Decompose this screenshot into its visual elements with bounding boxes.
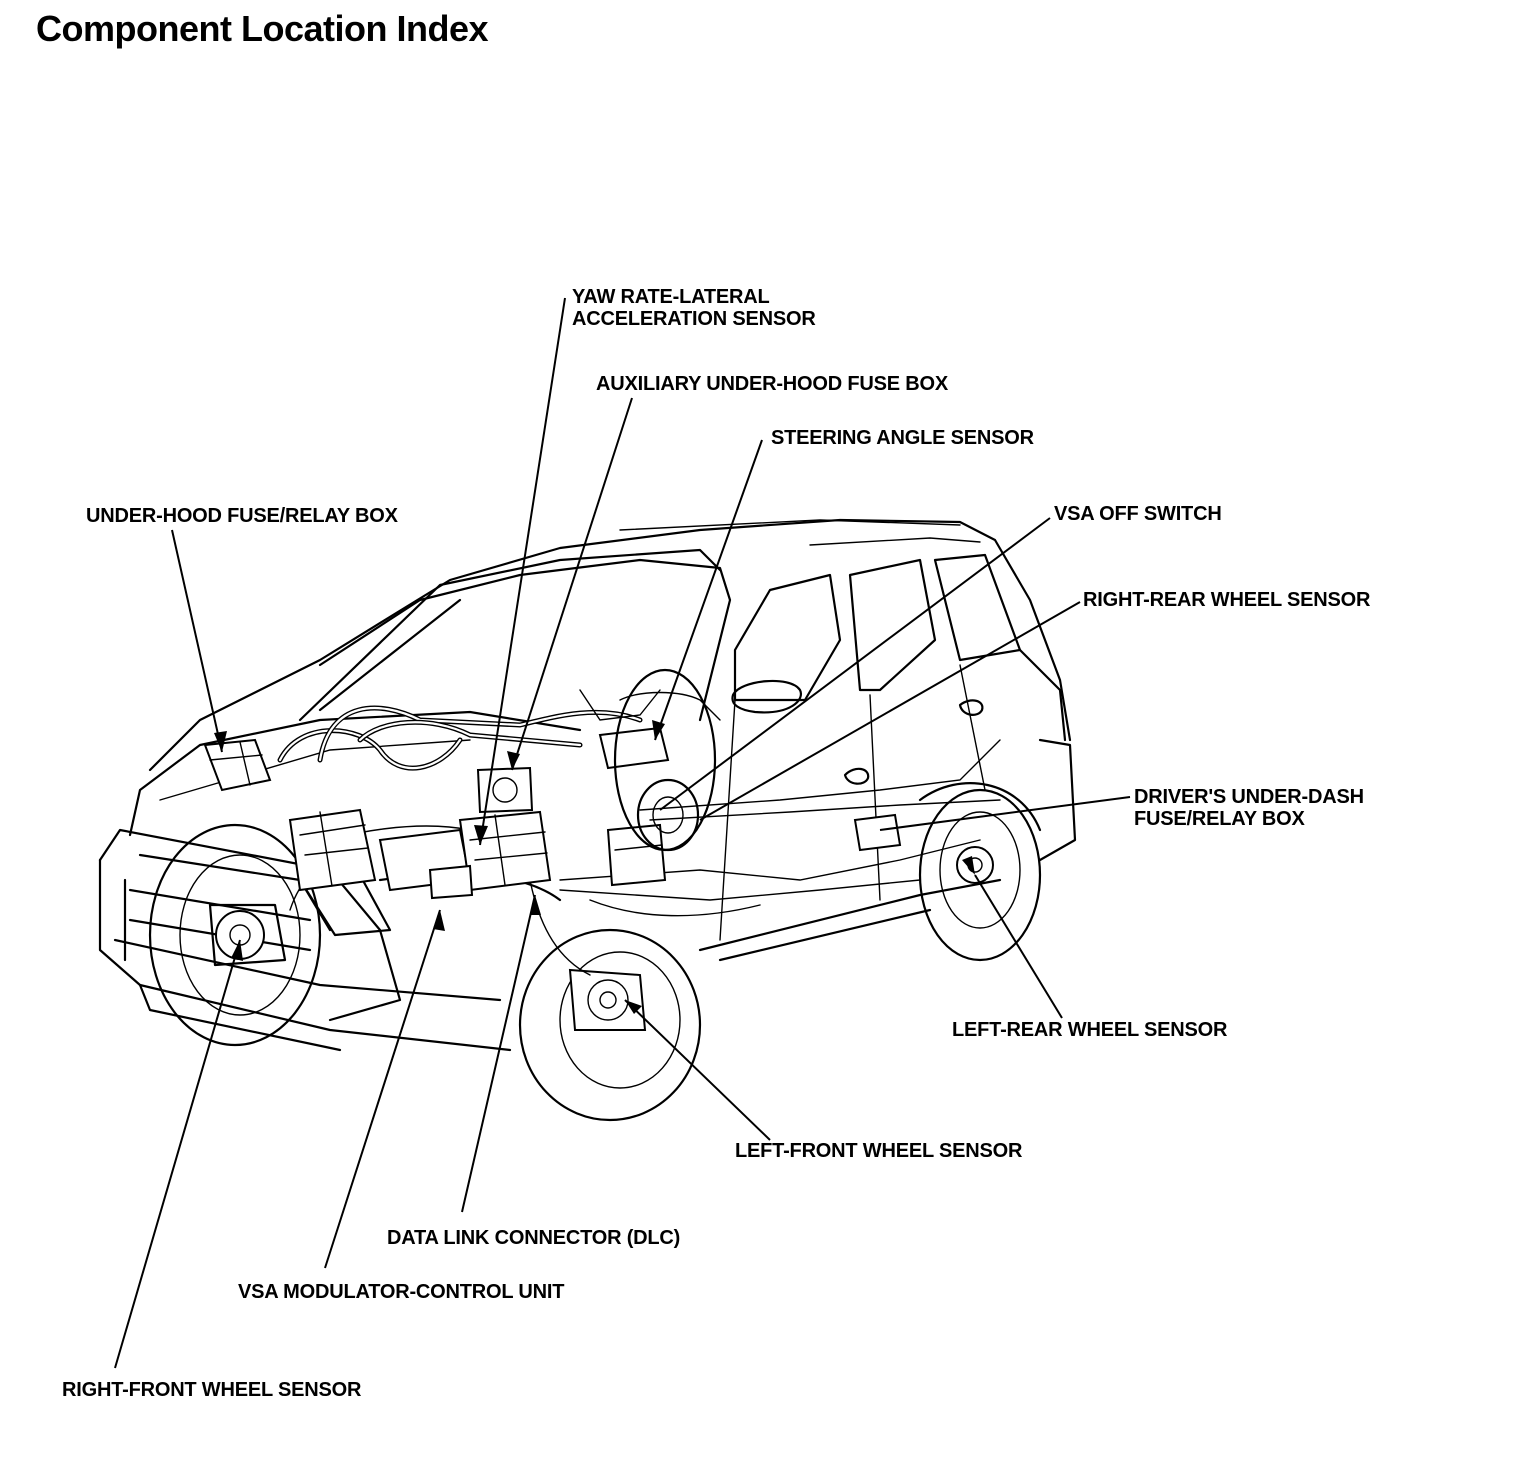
left-front-wheel xyxy=(518,928,702,1122)
label-drivers-under-dash-fuse-relay-box: DRIVER'S UNDER-DASH FUSE/RELAY BOX xyxy=(1134,786,1364,830)
label-under-hood-fuse-relay-box: UNDER-HOOD FUSE/RELAY BOX xyxy=(86,505,398,527)
label-steering-angle-sensor: STEERING ANGLE SENSOR xyxy=(771,427,1034,449)
label-data-link-connector: DATA LINK CONNECTOR (DLC) xyxy=(387,1227,681,1249)
right-front-wheel xyxy=(148,823,322,1047)
left-rear-wheel xyxy=(918,782,1042,962)
brake-lines-harness xyxy=(277,689,1001,976)
label-auxiliary-under-hood-fuse-box: AUXILIARY UNDER-HOOD FUSE BOX xyxy=(596,373,949,395)
drivers-fuse-box-part xyxy=(853,813,902,852)
under-hood-fuse-relay-box-part xyxy=(203,738,272,792)
label-left-rear-wheel-sensor: LEFT-REAR WHEEL SENSOR xyxy=(952,1019,1228,1041)
vehicle-body xyxy=(98,518,1077,1052)
label-left-front-wheel-sensor: LEFT-FRONT WHEEL SENSOR xyxy=(735,1140,1023,1162)
label-right-front-wheel-sensor: RIGHT-FRONT WHEEL SENSOR xyxy=(62,1379,362,1401)
label-yaw-rate-lateral-acceleration-sensor: YAW RATE-LATERAL ACCELERATION SENSOR xyxy=(572,286,816,330)
label-right-rear-wheel-sensor: RIGHT-REAR WHEEL SENSOR xyxy=(1083,589,1371,611)
arrowheads xyxy=(214,720,975,1014)
label-vsa-off-switch: VSA OFF SWITCH xyxy=(1054,503,1222,525)
leader-lines xyxy=(114,297,1131,1369)
page-title: Component Location Index xyxy=(36,8,489,49)
label-vsa-modulator-control-unit: VSA MODULATOR-CONTROL UNIT xyxy=(238,1281,565,1303)
steering-column-part xyxy=(598,668,717,887)
engine-block xyxy=(288,808,472,892)
